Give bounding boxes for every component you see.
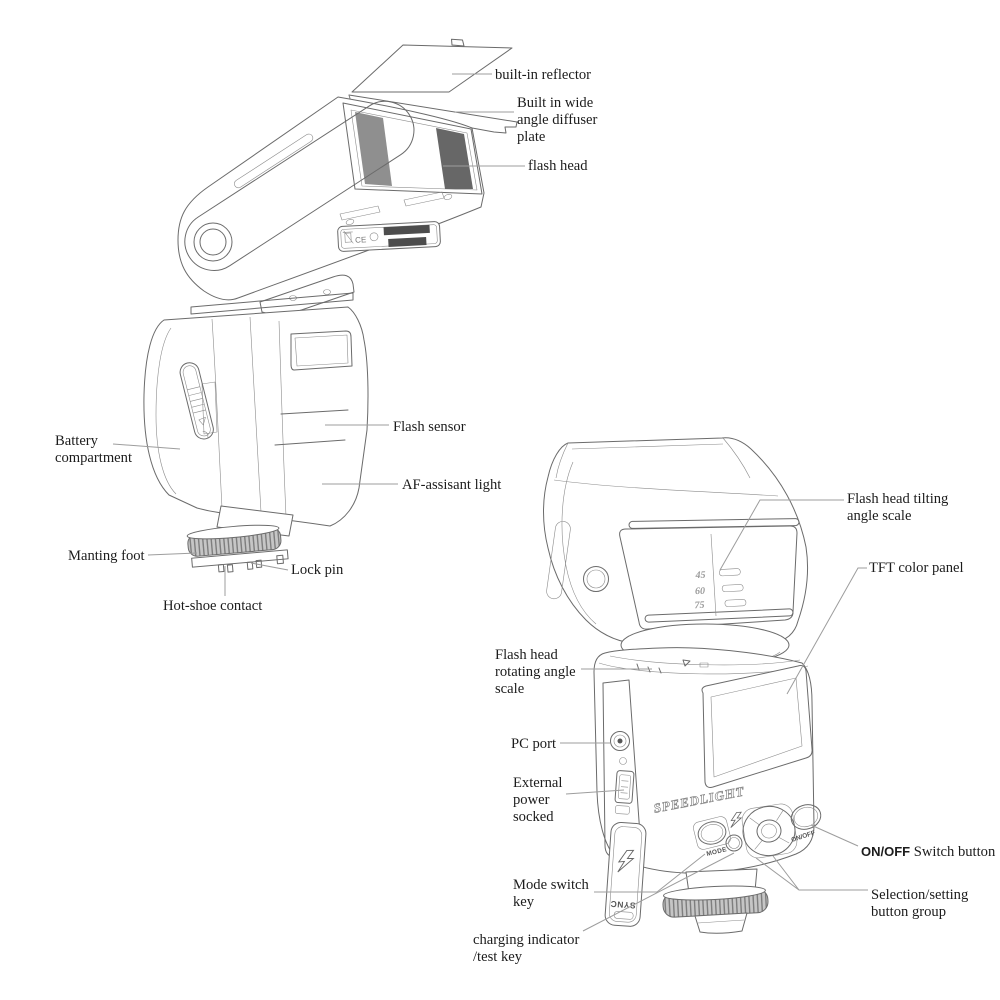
strip-screw	[619, 757, 627, 765]
hot-shoe-plate	[191, 549, 289, 573]
svg-text:60: 60	[695, 586, 705, 597]
mode-button[interactable]	[692, 815, 732, 850]
label-built-in-reflector: built-in reflector	[495, 67, 592, 83]
rear-mounting-foot	[662, 868, 769, 934]
sensor-panel-line	[280, 409, 349, 415]
leader-lock-pin	[250, 562, 289, 571]
battery-door-latch	[179, 362, 214, 440]
label-selection-button-group: Selection/setting button group	[871, 887, 969, 920]
af-assist-panel-line	[274, 439, 346, 446]
certification-sticker: CE	[337, 221, 441, 252]
label-rotate-angle-scale: Flash head rotating angle scale	[495, 647, 576, 697]
external-power-socket[interactable]	[614, 770, 635, 815]
svg-text:45: 45	[694, 570, 705, 581]
built-in-reflector	[351, 38, 513, 93]
cert-circle-mark	[369, 232, 379, 242]
label-onoff-switch-button: ON/OFF Switch button	[861, 844, 995, 861]
front-body	[143, 306, 369, 527]
sync-cover-label: SYNC	[610, 899, 636, 911]
barcode-block	[383, 224, 430, 236]
mounting-foot	[186, 505, 294, 573]
label-diffuser-plate: Built in wide angle diffuser plate	[517, 95, 598, 145]
onoff-button[interactable]	[788, 801, 824, 833]
front-device: CE	[143, 38, 518, 573]
label-flash-sensor: Flash sensor	[393, 419, 466, 435]
label-battery-compartment: Battery compartment	[55, 433, 132, 466]
leader-charging	[582, 852, 735, 932]
svg-text:75: 75	[694, 600, 704, 611]
rear-flash-head: 45 60 75	[543, 437, 809, 644]
fresnel-reflection-dark	[436, 128, 473, 189]
tilt-scale-ticks	[719, 568, 747, 607]
label-tilt-angle-scale: Flash head tilting angle scale	[847, 491, 949, 524]
tilt-angle-scale: 45 60 75	[694, 570, 705, 611]
leader-lines	[112, 73, 868, 932]
test-button[interactable]	[725, 834, 743, 852]
label-onoff-rest: Switch button	[910, 844, 996, 860]
leader-tft	[786, 567, 867, 695]
label-flash-head: flash head	[528, 158, 588, 174]
label-onoff-bold: ON/OFF	[861, 844, 911, 859]
label-lock-pin: Lock pin	[291, 562, 344, 578]
rear-body: SPEEDLIGHT MODE	[593, 647, 824, 934]
head-pivot-ring	[193, 222, 233, 262]
flash-head: CE	[177, 96, 485, 301]
leader-mounting-foot	[147, 552, 198, 556]
selection-dpad[interactable]	[739, 802, 798, 860]
lock-pin-shape	[276, 554, 284, 565]
leader-ext-power	[565, 789, 625, 795]
label-tft-color-panel: TFT color panel	[869, 560, 964, 576]
pc-port[interactable]	[610, 731, 630, 751]
mode-button-label: MODE	[706, 846, 728, 858]
label-mounting-foot: Manting foot	[68, 548, 145, 564]
label-pc-port: PC port	[511, 736, 557, 752]
tft-color-panel	[701, 665, 813, 788]
hot-shoe-contact-pin	[217, 563, 225, 573]
sync-cover-flap[interactable]: SYNC	[604, 821, 647, 927]
ce-mark: CE	[355, 235, 367, 245]
leader-selection	[755, 855, 868, 891]
tilt-angle-panel: 45 60 75	[619, 518, 800, 630]
leader-battery	[112, 443, 181, 450]
label-charging-indicator: charging indicator /test key	[473, 932, 580, 965]
label-af-assist-light: AF-assisant light	[402, 477, 502, 493]
label-hot-shoe-contact: Hot-shoe contact	[163, 598, 263, 614]
label-external-power-socket: External power socked	[513, 775, 563, 825]
rear-device: 45 60 75	[543, 437, 824, 934]
fresnel-reflection-light	[355, 112, 392, 186]
head-hinge-cover	[190, 274, 355, 318]
barcode-block	[388, 237, 427, 248]
leader-onoff	[810, 824, 859, 847]
label-mode-switch-key: Mode switch key	[513, 877, 589, 910]
leader-tilt-scale	[719, 499, 844, 571]
wheelie-bin-icon	[342, 230, 354, 244]
tilt-pivot-button[interactable]	[583, 566, 609, 592]
flash-sensor-window	[290, 330, 353, 371]
leader-mode-key	[594, 853, 706, 893]
